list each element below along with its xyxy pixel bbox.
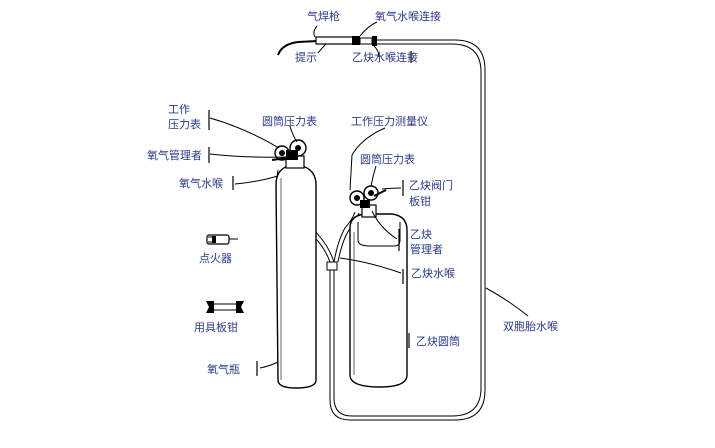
acetylene-regulator-label-line2: 管理者 — [410, 242, 443, 256]
oxygen-regulator — [271, 139, 307, 161]
acetylene-valve-wrench-label-line2: 板钳 — [409, 194, 431, 208]
hose-junction — [326, 261, 338, 271]
working-gauge-label-line1: 工作 — [168, 103, 190, 116]
wrench-icon — [206, 301, 244, 313]
acetylene-hose-line — [333, 211, 356, 263]
acetylene-regulator-label-line1: 乙炔 — [410, 228, 432, 241]
acetylene-regulator — [349, 185, 387, 208]
welding-torch — [277, 36, 377, 56]
oxygen-cylinder-label: 氧气瓶 — [207, 362, 240, 376]
oxygen-hose-joint-label: 氧气水喉连接 — [375, 9, 441, 23]
igniter-label: 点火器 — [199, 252, 232, 265]
twin-hose-label: 双胞胎水喉 — [503, 319, 558, 333]
torch-label: 气焊枪 — [307, 9, 340, 23]
acetylene-hose-joint-label: 乙炔水喉连接 — [352, 51, 418, 64]
acetylene-cylinder-gauge-label: 圆筒压力表 — [360, 152, 415, 166]
working-gauge-label-line2: 压力表 — [168, 117, 201, 131]
oxygen-regulator-label: 氧气管理者 — [147, 148, 202, 162]
oxygen-hose-label: 氧气水喉 — [179, 176, 223, 190]
handle-label: 提示 — [295, 51, 317, 64]
igniter-icon — [206, 234, 238, 245]
wrench-label: 用具板钳 — [194, 320, 238, 334]
leader-lines — [208, 21, 529, 376]
working-pressure-meter-label: 工作压力测量仪 — [351, 115, 428, 128]
acetylene-cylinder-label: 乙炔圆筒 — [416, 334, 460, 348]
acetylene-valve-wrench-label-line1: 乙炔阀门 — [409, 178, 453, 192]
acetylene-hose-label: 乙炔水喉 — [411, 267, 455, 280]
oxygen-cylinder-gauge-label: 圆筒压力表 — [262, 114, 317, 128]
oxygen-cylinder — [275, 155, 317, 389]
twin-hose — [329, 39, 486, 421]
